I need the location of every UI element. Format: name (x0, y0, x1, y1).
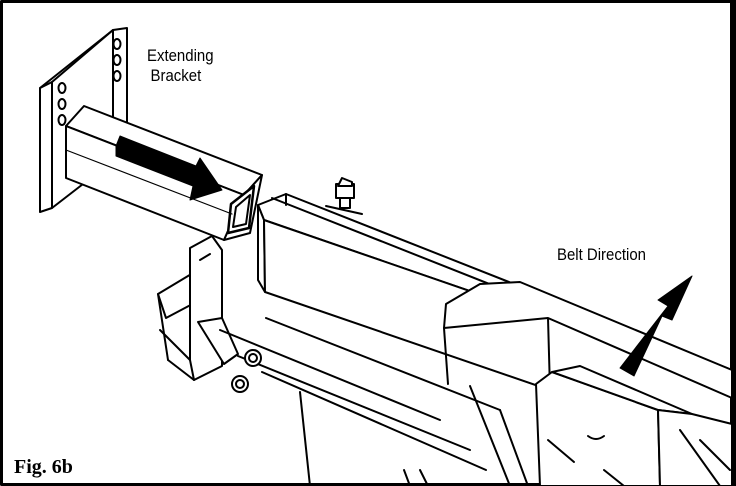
belt-direction-label: Belt Direction (557, 245, 646, 264)
extending-bracket-label: Extending Bracket (147, 46, 244, 86)
extending-bracket-tube (65, 105, 263, 241)
extend-arrow (115, 135, 223, 201)
extending-bracket-label-line2: Bracket (150, 66, 202, 85)
right-edge-bar (730, 0, 736, 486)
belt-direction-arrow (619, 275, 693, 377)
base-frame (157, 235, 529, 486)
figure-caption: Fig. 6b (14, 456, 73, 478)
adjuster-bolt (325, 177, 363, 215)
frame-tube (257, 193, 733, 399)
belt-guard (535, 365, 733, 486)
extending-bracket-label-line1: Extending (147, 46, 214, 65)
